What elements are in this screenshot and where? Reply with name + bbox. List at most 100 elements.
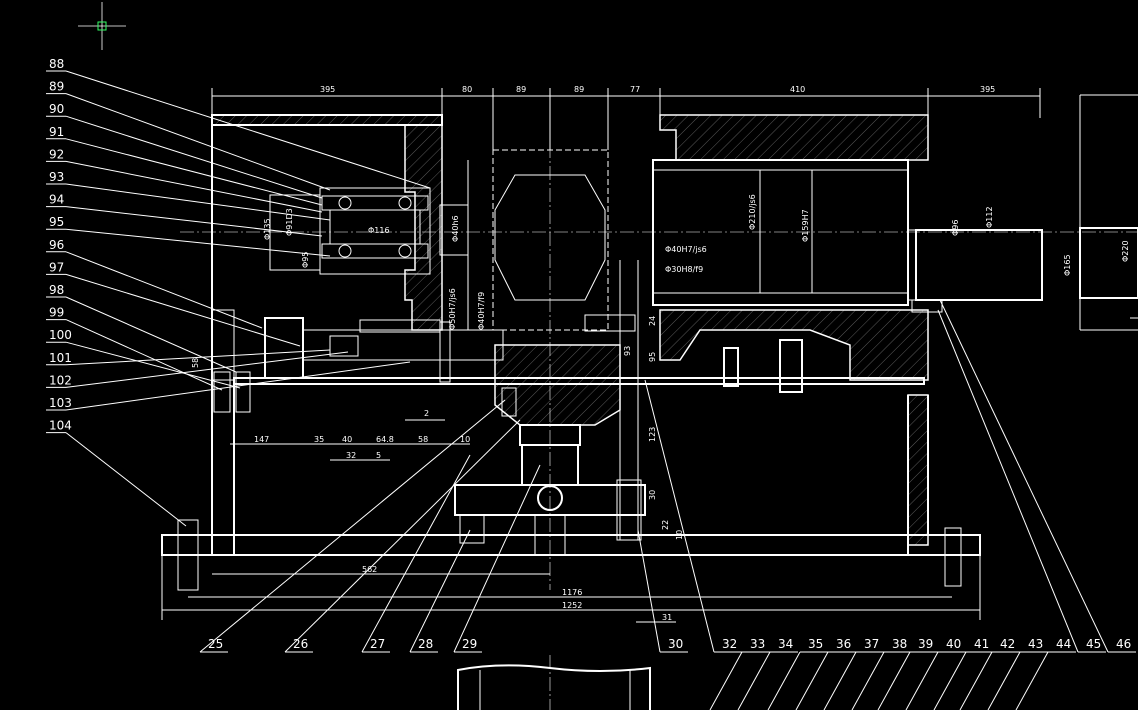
- right-housing: [652, 114, 1043, 555]
- top-dim-80: 80: [462, 85, 472, 94]
- callout-label-30: 30: [668, 637, 683, 651]
- callout-label-46: 46: [1116, 637, 1131, 651]
- bottom-dim-1252: 1252: [562, 601, 582, 610]
- row-dim-32: 32: [346, 451, 356, 460]
- bottom-partial-view: [457, 655, 651, 710]
- callout-label-102: 102: [49, 373, 72, 387]
- callout-label-40: 40: [946, 637, 961, 651]
- callout-label-42: 42: [1000, 637, 1015, 651]
- callout-label-38: 38: [892, 637, 907, 651]
- bottom-leader-line: [767, 651, 801, 710]
- bottom-dim-31: 31: [662, 613, 672, 622]
- inner-dim-21: 10: [675, 530, 684, 540]
- left-leader-line: [65, 251, 263, 329]
- inner-dim-22: 30: [648, 490, 657, 500]
- callout-label-36: 36: [836, 637, 851, 651]
- top-dim-89: 89: [516, 85, 526, 94]
- bottom-dim-1176: 1176: [562, 588, 582, 597]
- inner-dim-12: Φ95: [301, 252, 310, 268]
- callout-label-45: 45: [1086, 637, 1101, 651]
- row-dim-35: 35: [314, 435, 324, 444]
- inner-dim-2: Φ50H7/js6: [448, 288, 457, 330]
- callout-label-103: 103: [49, 396, 72, 410]
- bottom-leader-line: [737, 651, 771, 710]
- callout-label-32: 32: [722, 637, 737, 651]
- callout-label-95: 95: [49, 215, 64, 229]
- inner-dim-20: 22: [661, 520, 670, 530]
- left-leader-line: [65, 115, 323, 199]
- callout-label-37: 37: [864, 637, 879, 651]
- bottom-dim-562: 562: [362, 565, 377, 574]
- inner-dim-18: 123: [648, 427, 657, 442]
- callout-label-104: 104: [49, 419, 72, 433]
- inner-dim-5: Φ40H7/f9: [477, 292, 486, 330]
- bottom-dimension-texts: 562 1176 1252 31: [362, 565, 672, 622]
- left-leader-line: [65, 206, 323, 237]
- inner-dim-15: 58: [191, 358, 200, 368]
- inner-dim-13: Φ91D3: [285, 208, 294, 236]
- left-leader-line: [65, 273, 301, 347]
- left-leader-line: [65, 319, 223, 391]
- inner-dim-11: Φ220: [1121, 240, 1130, 262]
- inner-dim-4: Φ30H8/f9: [665, 265, 703, 274]
- bottom-leader-line: [937, 309, 1079, 653]
- callout-label-44: 44: [1056, 637, 1071, 651]
- callout-label-93: 93: [49, 170, 64, 184]
- row-dim-5: 5: [376, 451, 381, 460]
- row-dim-58: 58: [418, 435, 428, 444]
- inner-dim-19: 24: [648, 316, 657, 326]
- callout-label-101: 101: [49, 351, 72, 365]
- top-dim-410: 410: [790, 85, 805, 94]
- bottom-leader-line: [823, 651, 857, 710]
- top-dimension-chain: [211, 88, 1041, 150]
- bottom-leader-line: [939, 299, 1109, 653]
- inner-dim-17: 95: [648, 352, 657, 362]
- left-leader-line: [65, 160, 323, 213]
- left-leader-line: [65, 70, 431, 189]
- left-leader-line: [65, 341, 241, 389]
- bottom-leader-line: [959, 651, 993, 710]
- left-housing: [211, 114, 925, 555]
- callout-label-39: 39: [918, 637, 933, 651]
- callout-label-26: 26: [293, 637, 308, 651]
- callout-label-29: 29: [462, 637, 477, 651]
- callout-label-35: 35: [808, 637, 823, 651]
- bottom-leader-line: [361, 454, 471, 653]
- row-dim-40: 40: [342, 435, 352, 444]
- callout-label-90: 90: [49, 102, 64, 116]
- top-dim-395: 395: [320, 85, 335, 94]
- cursor-crosshair-icon: [78, 2, 126, 50]
- callout-label-27: 27: [370, 637, 385, 651]
- callout-label-43: 43: [1028, 637, 1043, 651]
- bottom-leader-line: [1015, 651, 1049, 710]
- bottom-leader-line: [453, 464, 541, 653]
- row-dimension-chain: [230, 419, 470, 461]
- row-dim-10: 10: [460, 435, 470, 444]
- left-callout-leaders: [46, 70, 431, 527]
- bottom-leader-line: [851, 651, 885, 710]
- callout-label-41: 41: [974, 637, 989, 651]
- far-right-partial: [1079, 94, 1138, 331]
- inner-dim-9: Φ112: [985, 206, 994, 228]
- bottom-leader-line: [409, 529, 471, 653]
- callout-label-97: 97: [49, 260, 64, 274]
- callout-label-100: 100: [49, 328, 72, 342]
- base-plate: [161, 519, 981, 623]
- callout-label-99: 99: [49, 306, 64, 320]
- callout-label-25: 25: [208, 637, 223, 651]
- top-dim-395: 395: [980, 85, 995, 94]
- bottom-leader-line: [709, 651, 743, 710]
- left-leader-line: [65, 93, 331, 191]
- left-leader-line: [65, 183, 331, 221]
- inner-dim-16: 93: [623, 346, 632, 356]
- left-leader-line: [65, 432, 187, 527]
- top-dim-89: 89: [574, 85, 584, 94]
- bottom-leader-line: [987, 651, 1021, 710]
- left-leader-line: [65, 349, 331, 366]
- callout-label-98: 98: [49, 283, 64, 297]
- row-dim-2: 2: [424, 409, 429, 418]
- callout-label-33: 33: [750, 637, 765, 651]
